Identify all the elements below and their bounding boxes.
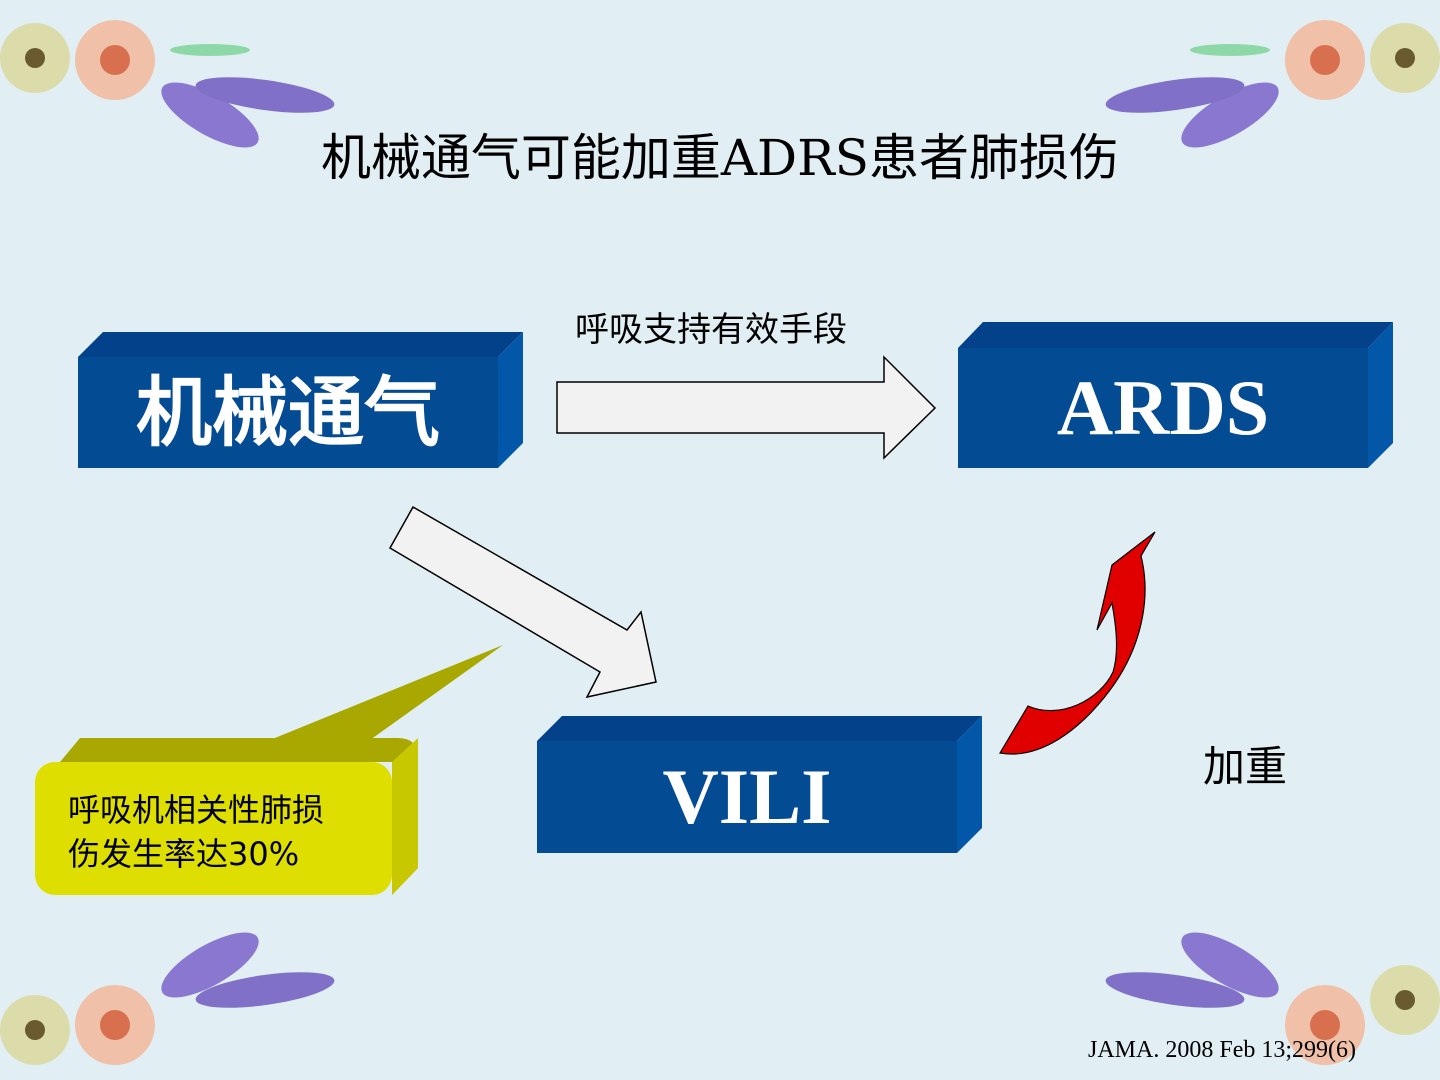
citation: JAMA. 2008 Feb 13;299(6) [1088,1037,1356,1063]
box-vili: VILI [662,753,832,840]
floral-decoration-top-right [1105,20,1440,148]
callout-shape [35,645,503,895]
floral-decoration-top-left [0,20,335,148]
worsen-label: 加重 [1203,742,1288,791]
box-mechanical-ventilation-shape [78,332,523,468]
callout-text: 呼吸机相关性肺损 伤发生率达30% [68,788,324,876]
support-label: 呼吸支持有效手段 [575,310,847,350]
box-ards-shape [958,322,1393,468]
slide-title: 机械通气可能加重ADRS患者肺损伤 [320,129,1120,187]
callout-line-1: 呼吸机相关性肺损 [68,791,325,829]
box-vili-shape [537,716,982,853]
box-ards: ARDS [1056,364,1270,451]
arrow-diagonal [388,505,657,699]
callout-line-2: 伤发生率达30% [68,835,300,873]
floral-decoration-bottom-left [0,932,335,1065]
arrow-right [556,355,937,460]
red-curved-arrow [999,531,1156,755]
box-mechanical-ventilation: 机械通气 [136,368,440,457]
floral-decoration-bottom-right [1105,932,1440,1065]
